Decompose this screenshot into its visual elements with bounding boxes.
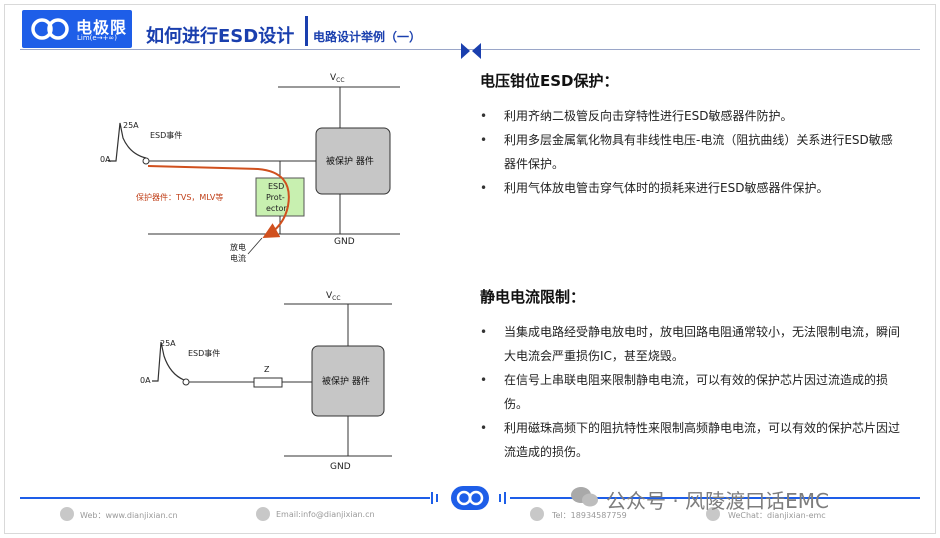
wechat-watermark-icon — [571, 487, 598, 507]
footer-tick-right-icon — [499, 492, 506, 504]
email-icon — [256, 507, 270, 521]
footer-web: Web：www.dianjixian.cn — [80, 511, 178, 520]
esd-event-label: ESD事件 — [150, 130, 182, 140]
protected-device-label: 被保护 器件 — [322, 375, 370, 387]
logo-sub: Lim(e→+∞) — [77, 34, 117, 42]
list-item: 利用多层金属氧化物具有非线性电压-电流（阻抗曲线）关系进行ESD敏感器件保护。 — [480, 128, 900, 176]
phone-icon — [530, 507, 544, 521]
discharge-arrow — [147, 165, 290, 238]
pulse-base-label: 0A — [140, 376, 151, 385]
pulse-peak-label: 25A — [123, 121, 139, 130]
protected-device-label: 被保护 器件 — [326, 155, 374, 167]
footer-wechat: WeChat：dianjixian-emc — [728, 511, 826, 520]
esd-pulse — [152, 341, 185, 382]
list-item: 利用气体放电管击穿气体时的损耗来进行ESD敏感器件保护。 — [480, 176, 900, 200]
protector-label-1: ESD — [268, 182, 284, 191]
discharge-label-1: 放电 — [230, 242, 246, 252]
slide-frame — [4, 4, 936, 534]
page-subtitle: 电路设计举例（一） — [313, 30, 422, 44]
discharge-leader — [247, 237, 263, 255]
list-item: 在信号上串联电阻来限制静电电流，可以有效的保护芯片因过流造成的损伤。 — [480, 368, 900, 416]
limit-bullet-list: 当集成电路经受静电放电时，放电回路电阻通常较小，无法限制电流，瞬间大电流会严重损… — [480, 320, 900, 464]
pulse-base-label: 0A — [100, 155, 111, 164]
section-title-limit: 静电电流限制： — [480, 288, 586, 306]
list-item: 利用磁珠高频下的阻抗特性来限制高频静电电流，可以有效的保护芯片因过流造成的损伤。 — [480, 416, 900, 464]
list-item: 利用齐纳二极管反向击穿特性进行ESD敏感器件防护。 — [480, 104, 900, 128]
gnd-label: GND — [334, 237, 355, 247]
watermark: 公众号 · 风陵渡口话EMC — [606, 489, 829, 513]
protector-label-2: Prot- — [266, 193, 285, 202]
pulse-peak-label: 25A — [160, 339, 176, 348]
vcc-label: VCC — [326, 291, 341, 302]
web-icon — [60, 507, 74, 521]
footer-tick-left-icon — [431, 492, 438, 504]
input-terminal — [142, 157, 150, 165]
page-title: 如何进行ESD设计 — [146, 26, 295, 47]
logo-text: 电极限 — [76, 18, 128, 37]
esd-pulse — [108, 122, 147, 162]
current-limit-diagram: VCC 被保护 器件 GND 25A 0A ESD事件 Z — [140, 291, 392, 472]
footer-email: Email:info@dianjixian.cn — [276, 510, 375, 519]
header-rule — [20, 49, 920, 50]
section-title-clamp: 电压钳位ESD保护： — [480, 72, 619, 90]
wechat-icon — [706, 507, 720, 521]
protector-note: 保护器件：TVS，MLV等 — [136, 192, 223, 202]
bowtie-icon — [461, 43, 481, 59]
protector-label-3: ector — [266, 204, 287, 213]
vcc-label: VCC — [330, 73, 345, 84]
discharge-label-2: 电流 — [230, 253, 246, 263]
footer-infinity-icon — [451, 486, 489, 510]
resistor-label: Z — [264, 365, 270, 374]
footer-line-right — [510, 497, 920, 499]
esd-event-label: ESD事件 — [188, 348, 220, 358]
clamp-bullet-list: 利用齐纳二极管反向击穿特性进行ESD敏感器件防护。 利用多层金属氧化物具有非线性… — [480, 104, 900, 200]
clamp-circuit-diagram: VCC 被保护 器件 GND 25A 0A ESD事件 ESD Prot- ec… — [100, 73, 400, 263]
logo: 电极限 Lim(e→+∞) — [22, 10, 132, 48]
infinity-logo-icon — [31, 18, 69, 40]
input-terminal — [182, 378, 190, 386]
footer-line-left — [20, 497, 430, 499]
title-divider — [305, 16, 308, 46]
series-resistor — [253, 377, 283, 388]
list-item: 当集成电路经受静电放电时，放电回路电阻通常较小，无法限制电流，瞬间大电流会严重损… — [480, 320, 900, 368]
gnd-label: GND — [330, 462, 351, 472]
footer-tel: Tel：18934587759 — [552, 511, 627, 520]
